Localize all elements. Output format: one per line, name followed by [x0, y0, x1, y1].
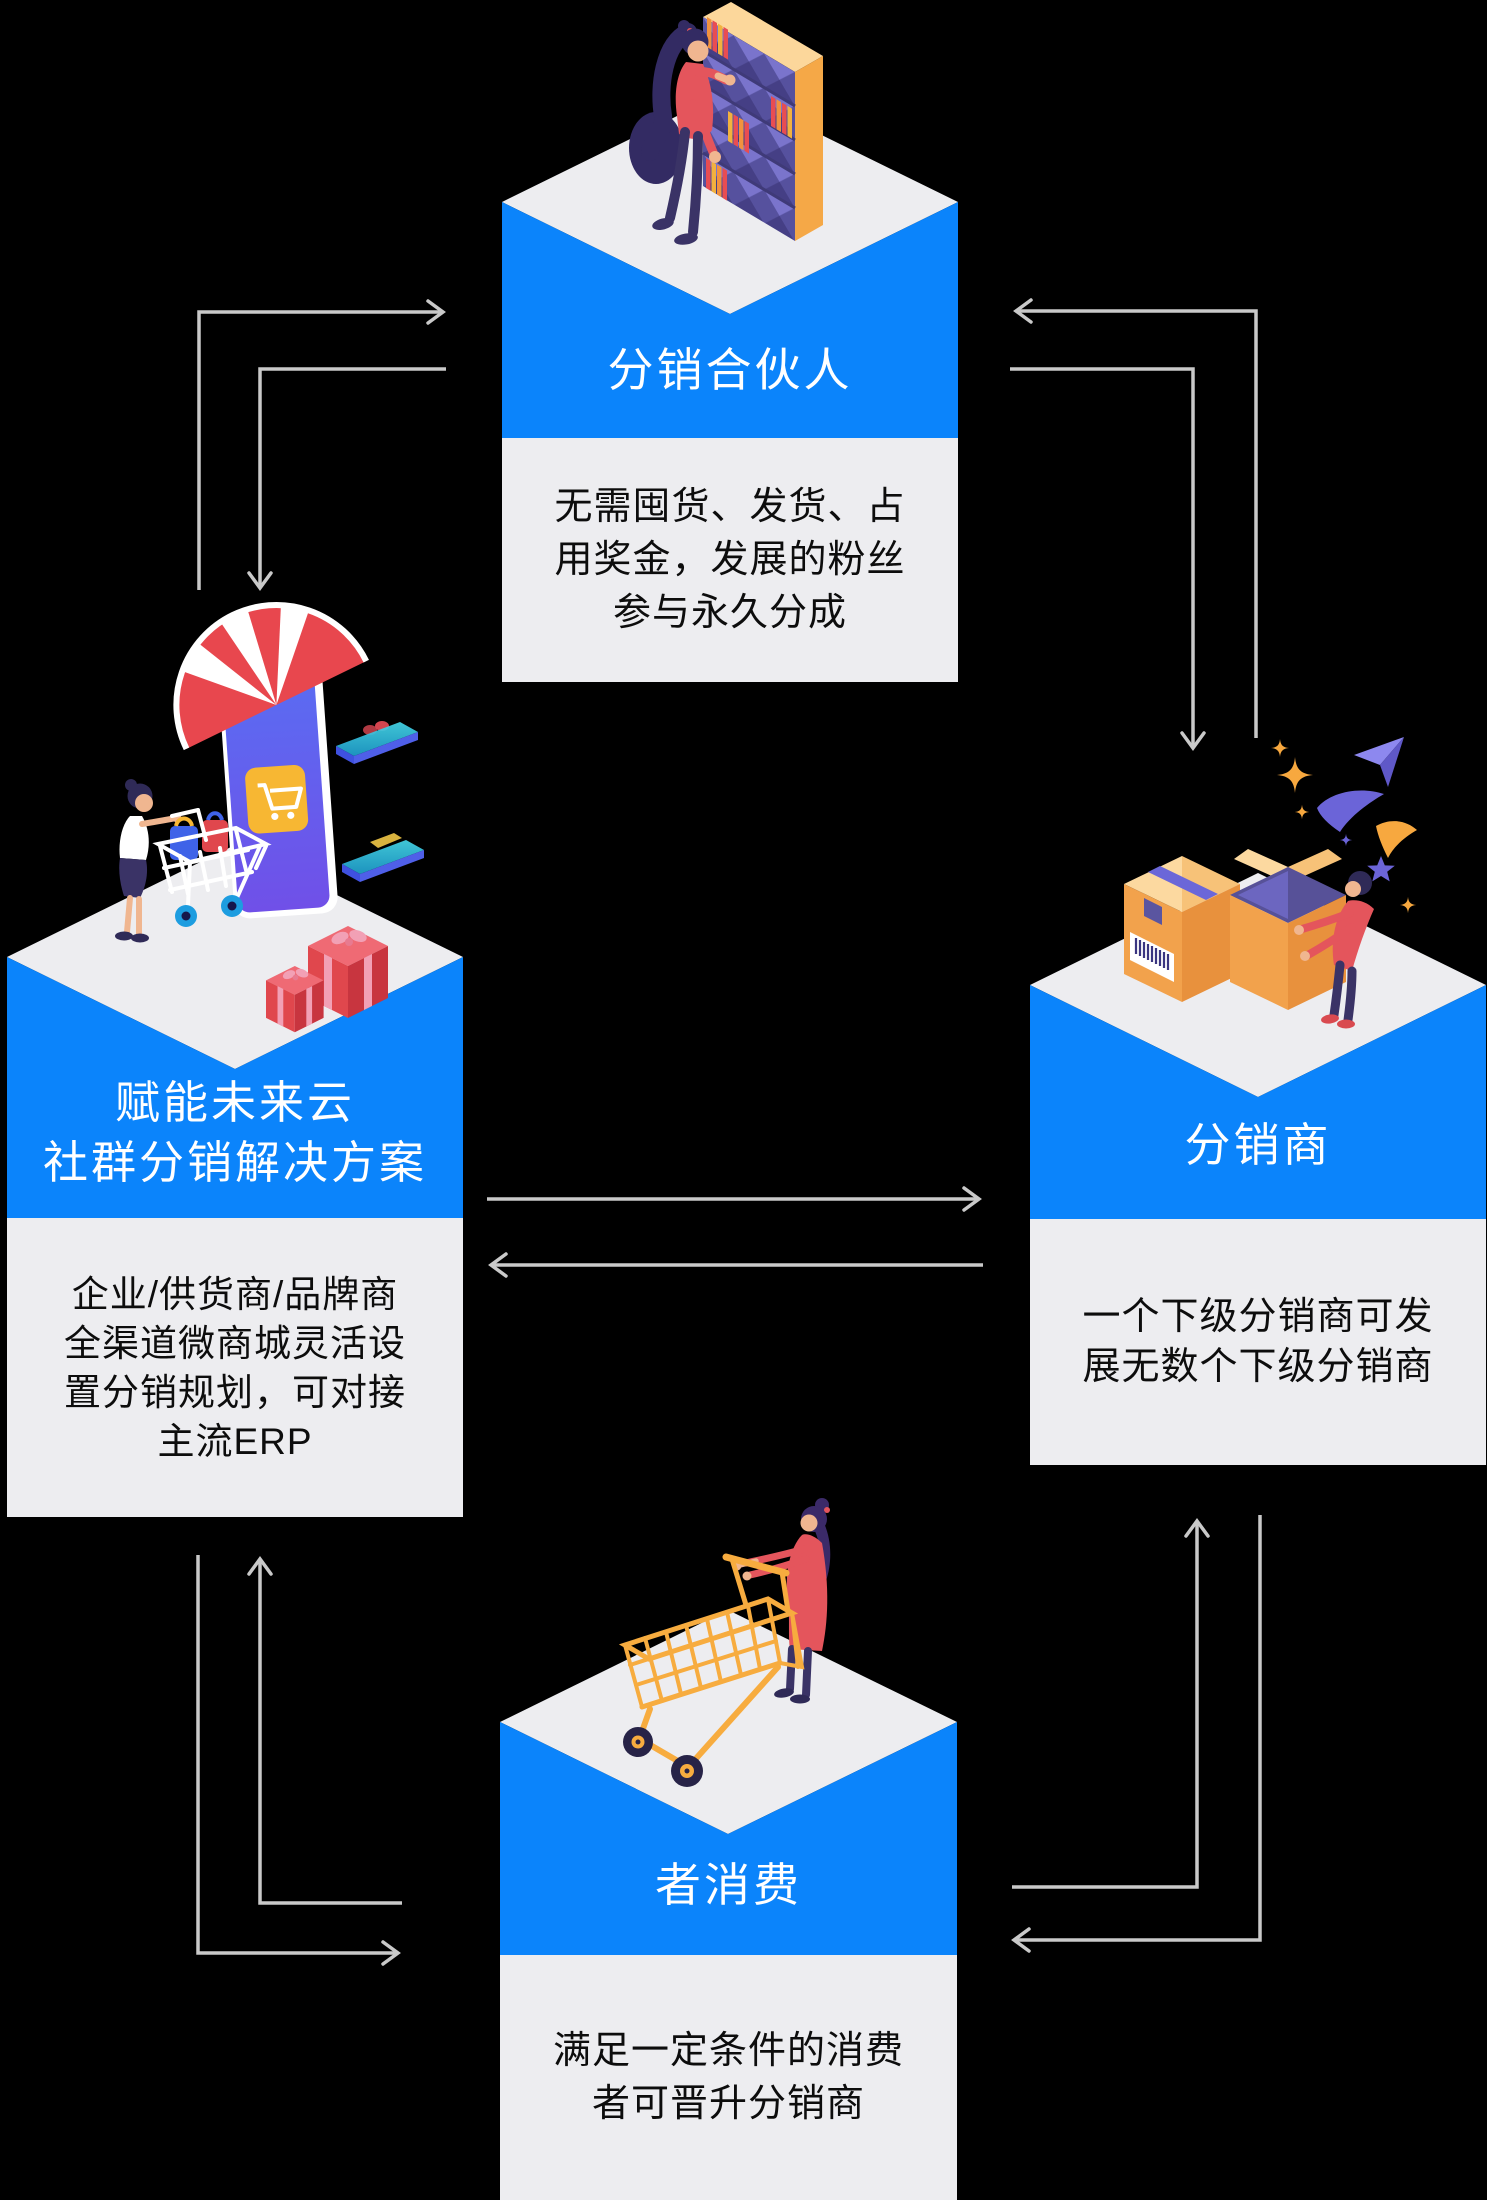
distributor-desc-panel — [1030, 1219, 1486, 1465]
partner-banner — [502, 202, 958, 438]
node-platform: 赋能未来云 社群分销解决方案 企业/供货商/品牌商 全渠道微商城灵活设 置分销规… — [7, 845, 463, 1517]
distributor-description: 一个下级分销商可发 展无数个下级分销商 — [1082, 1296, 1434, 1388]
consumer-title: 者消费 — [655, 1859, 802, 1911]
consumer-banner — [500, 1722, 957, 1955]
arrow-partner-to-distributor — [1010, 367, 1206, 751]
cart-illustration — [618, 1498, 831, 1787]
shopper-figure — [115, 779, 182, 943]
partner-desc-panel — [502, 438, 958, 682]
books — [706, 17, 792, 201]
distributor-banner — [1030, 985, 1486, 1219]
arrow-distributor-to-consumer — [1011, 1515, 1262, 1953]
arrow-distributor-to-partner — [1013, 298, 1258, 738]
partner-title: 分销合伙人 — [607, 344, 853, 396]
platform-platform-shape — [7, 845, 463, 1517]
shopping-cart — [152, 808, 272, 927]
arrow-platform-to-consumer — [196, 1555, 401, 1966]
platform-title: 赋能未来云 社群分销解决方案 — [42, 1077, 427, 1188]
bookshelf-illustration — [629, 2, 823, 245]
decor-shapes — [1271, 737, 1417, 914]
platform-description: 企业/供货商/品牌商 全渠道微商城灵活设 置分销规划，可对接 主流ERP — [64, 1273, 406, 1462]
big-cart — [618, 1553, 805, 1770]
arrow-consumer-to-distributor — [1012, 1518, 1210, 1889]
distributor-platform-shape — [1030, 873, 1486, 1465]
open-box — [1230, 849, 1346, 1010]
woman-figure — [629, 20, 736, 245]
awning — [173, 602, 369, 751]
bookshelf — [702, 2, 823, 241]
platform-banner — [7, 957, 463, 1218]
partner-description: 无需囤货、发货、占 用奖金，发展的粉丝 参与永久分成 — [554, 485, 906, 634]
arrow-partner-to-platform — [247, 367, 446, 591]
closed-box — [1124, 856, 1240, 1002]
arrow-platform-to-partner — [197, 299, 446, 590]
consumer-desc-panel — [500, 1955, 957, 2200]
arrow-consumer-to-platform — [247, 1556, 402, 1905]
cart-wheels — [623, 1727, 703, 1787]
platform-desc-panel — [7, 1218, 463, 1517]
unpacking-person — [1294, 871, 1374, 1029]
display-shelves — [336, 721, 424, 882]
node-distributor: 分销商 一个下级分销商可发 展无数个下级分销商 — [1030, 873, 1486, 1465]
storefront-illustration — [115, 602, 424, 1033]
boxes-illustration — [1124, 737, 1417, 1029]
consumer-description: 满足一定条件的消费 者可晋升分销商 — [552, 2029, 904, 2125]
distributor-title: 分销商 — [1184, 1119, 1332, 1171]
storefront-phone — [218, 667, 338, 919]
